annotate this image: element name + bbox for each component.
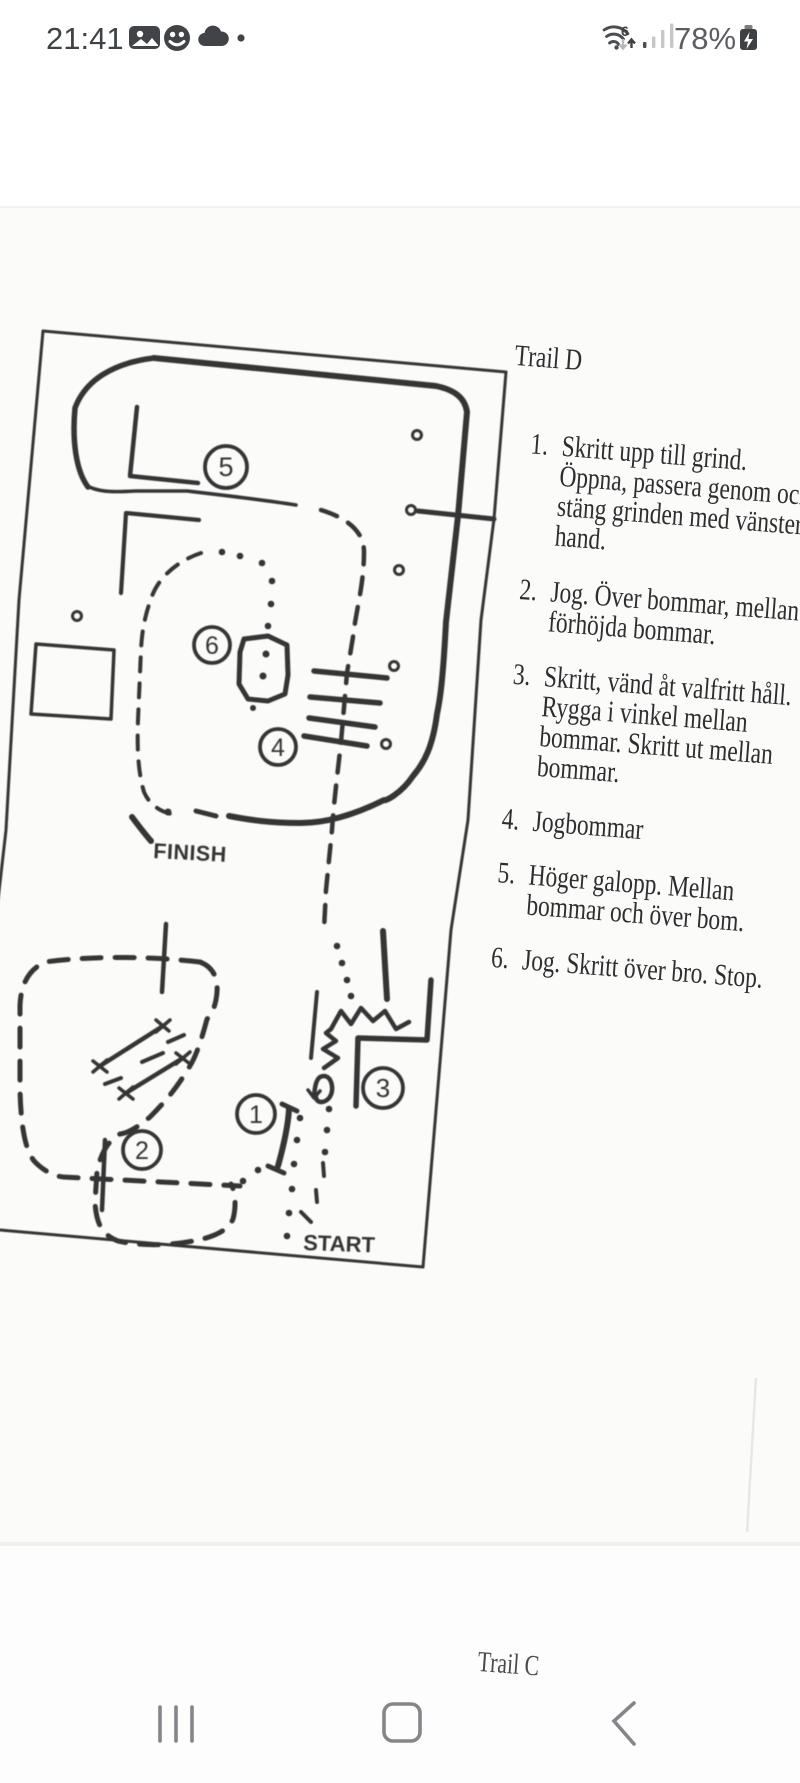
- svg-text:4: 4: [271, 734, 285, 762]
- svg-text:6: 6: [205, 632, 219, 660]
- svg-text:3: 3: [376, 1073, 390, 1103]
- svg-text:2: 2: [135, 1137, 149, 1165]
- svg-text:6: 6: [621, 23, 629, 39]
- svg-text:1: 1: [249, 1101, 263, 1129]
- svg-text:FINISH: FINISH: [153, 839, 228, 867]
- svg-text:5: 5: [218, 452, 233, 482]
- svg-text:START: START: [303, 1230, 376, 1258]
